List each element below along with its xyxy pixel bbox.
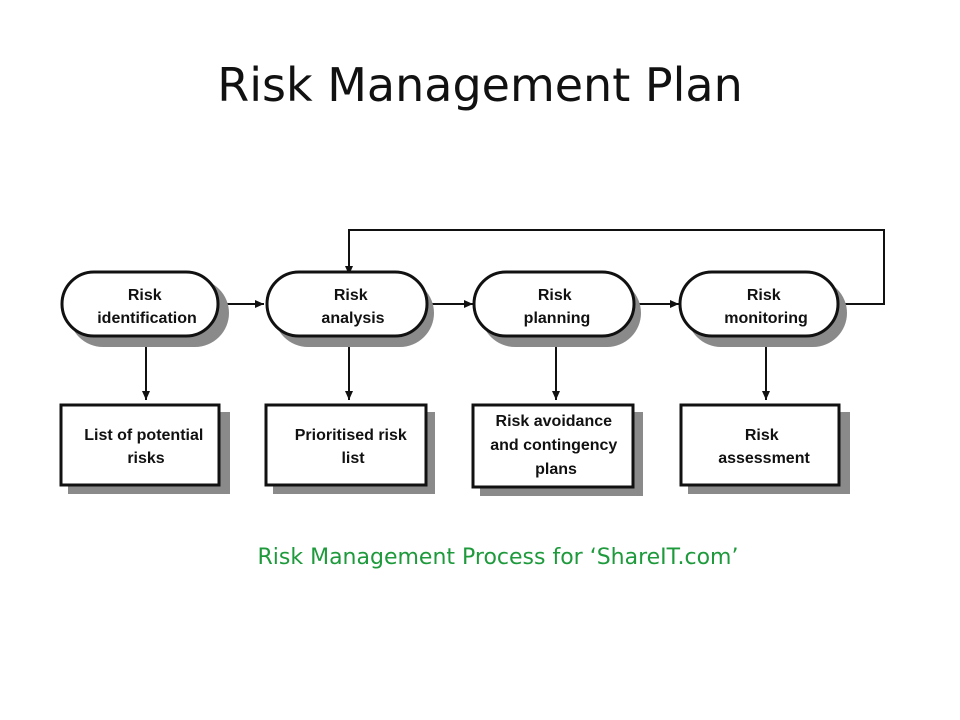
output-label-line: Prioritised risk [295,427,407,444]
process-node-text: Risk planning [524,287,591,327]
process-label-line: Risk [747,287,781,304]
process-node-identification: Risk identification [60,270,229,347]
output-box-text: List of potential risks [84,427,208,467]
output-label-line: list [341,450,365,467]
process-node-text: Risk identification [97,287,197,327]
feedback-loop-arrow [345,229,885,305]
output-box-prioritised-list: Prioritised risk list [264,403,435,494]
output-label-line: List of potential [84,427,203,444]
process-label-line: analysis [321,310,384,327]
output-box-text: Prioritised risk list [295,427,412,467]
output-label-line: and contingency [490,437,617,454]
process-node-planning: Risk planning [472,270,641,347]
output-box-risk-assessment: Risk assessment [679,403,850,494]
output-box-potential-risks: List of potential risks [59,403,230,494]
output-box-text: Risk avoidance and contingency plans [490,413,622,478]
process-node-text: Risk monitoring [724,287,808,327]
output-label-line: risks [127,450,164,467]
diagram-caption: Risk Management Process for ‘ShareIT.com… [257,545,739,570]
process-label-line: identification [97,310,197,327]
process-label-line: Risk [538,287,572,304]
process-label-line: monitoring [724,310,808,327]
slide-title: Risk Management Plan [217,58,743,112]
output-label-line: Risk avoidance [496,413,613,430]
process-label-line: Risk [128,287,162,304]
output-label-line: plans [535,461,577,478]
process-label-line: planning [524,310,591,327]
output-box-text: Risk assessment [718,427,810,467]
process-node-text: Risk analysis [321,287,384,327]
process-label-line: Risk [334,287,368,304]
process-node-monitoring: Risk monitoring [678,270,847,347]
output-label-line: assessment [718,450,810,467]
output-box-avoidance-plans: Risk avoidance and contingency plans [471,403,643,496]
output-label-line: Risk [745,427,779,444]
process-node-analysis: Risk analysis [265,270,434,347]
